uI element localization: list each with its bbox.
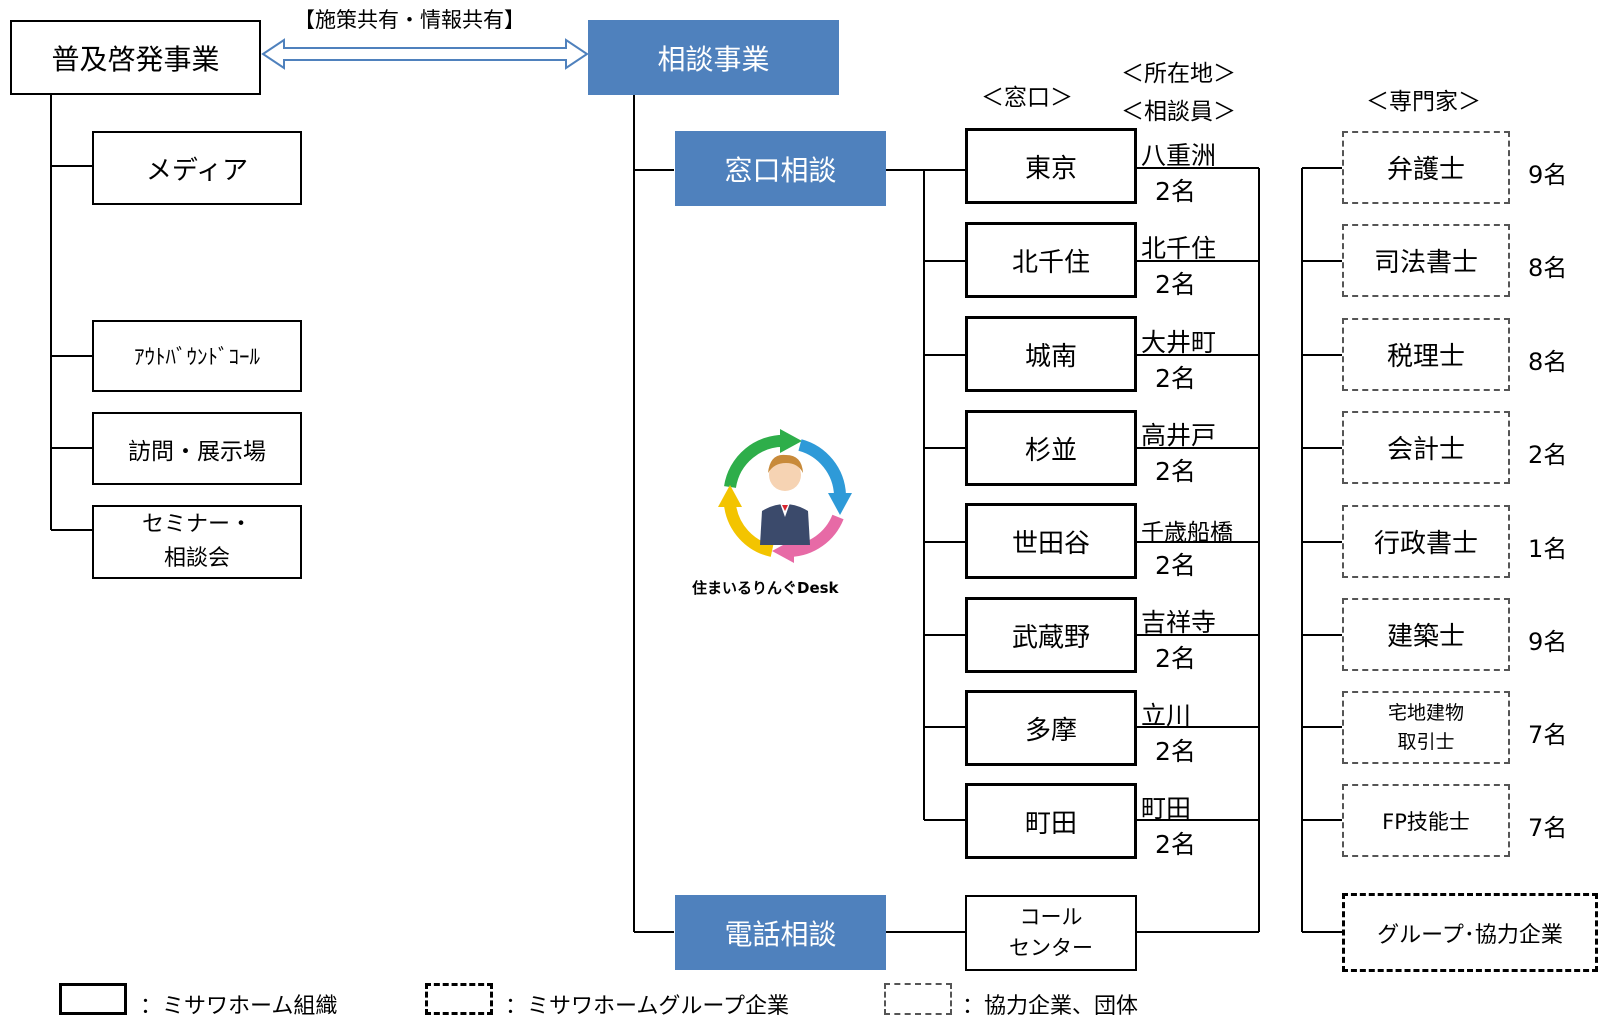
office-name: 杉並 <box>1024 435 1077 466</box>
office-name: 多摩 <box>1024 715 1077 746</box>
office-box: 武蔵野 <box>965 597 1137 673</box>
office-box: 多摩 <box>965 690 1137 766</box>
office-location: 町田 <box>1141 794 1192 823</box>
office-name: 武蔵野 <box>1011 622 1090 653</box>
office-box: 町田 <box>965 783 1137 859</box>
location-header: ＜所在地＞ <box>1121 61 1236 87</box>
call-center-label: コール センター <box>1009 905 1093 960</box>
expert-box: 行政書士 <box>1342 505 1510 578</box>
expert-count: 7名 <box>1528 721 1568 749</box>
outbound-call-box: ｱｳﾄﾊﾞｳﾝﾄﾞｺｰﾙ <box>92 320 302 392</box>
expert-count: 9名 <box>1528 161 1568 189</box>
expert-box: 税理士 <box>1342 318 1510 391</box>
office-location: 高井戸 <box>1141 421 1217 450</box>
group-partner-box: グループ･協力企業 <box>1342 893 1598 972</box>
visit-showroom-box: 訪問・展示場 <box>92 412 302 485</box>
expert-box: 宅地建物 取引士 <box>1342 691 1510 764</box>
legend-solid-swatch <box>59 983 127 1015</box>
outreach-business-box: 普及啓発事業 <box>10 20 261 95</box>
window-consultation-box: 窓口相談 <box>675 131 886 206</box>
phone-consultation-label: 電話相談 <box>724 917 837 951</box>
office-staff: 2名 <box>1155 737 1196 766</box>
desk-logo: 住まいるりんぐDesk <box>690 425 880 605</box>
office-box: 城南 <box>965 316 1137 392</box>
office-box: 世田谷 <box>965 503 1137 579</box>
expert-box: 弁護士 <box>1342 131 1510 204</box>
expert-name: 司法書士 <box>1373 248 1478 278</box>
office-box: 北千住 <box>965 222 1137 298</box>
seminar-label: セミナー・ 相談会 <box>141 512 252 571</box>
logo-text: 住まいるりんぐDesk <box>692 579 839 597</box>
expert-count: 8名 <box>1528 348 1568 376</box>
media-box: メディア <box>92 131 302 205</box>
expert-header: ＜専門家＞ <box>1366 89 1481 115</box>
window-header: ＜窓口＞ <box>981 85 1073 111</box>
expert-box: 会計士 <box>1342 411 1510 484</box>
expert-box: 建築士 <box>1342 598 1510 671</box>
media-label: メディア <box>145 155 249 186</box>
expert-count: 2名 <box>1528 441 1568 469</box>
legend-dashed-swatch <box>425 983 493 1015</box>
office-staff: 2名 <box>1155 644 1196 673</box>
outreach-business-label: 普及啓発事業 <box>51 42 220 76</box>
phone-consultation-box: 電話相談 <box>675 895 886 970</box>
group-partner-label: グループ･協力企業 <box>1377 922 1563 948</box>
window-consultation-label: 窓口相談 <box>724 153 837 187</box>
cycle-arrows-icon <box>718 429 852 563</box>
office-staff: 2名 <box>1155 830 1196 859</box>
outbound-call-label: ｱｳﾄﾊﾞｳﾝﾄﾞｺｰﾙ <box>134 345 260 369</box>
office-box: 東京 <box>965 128 1137 204</box>
expert-box: FP技能士 <box>1342 784 1510 857</box>
legend-partner-label: ：協力企業、団体 <box>962 994 1139 1019</box>
office-staff: 2名 <box>1155 364 1196 393</box>
expert-count: 8名 <box>1528 254 1568 282</box>
office-location: 大井町 <box>1141 328 1217 357</box>
consultation-business-label: 相談事業 <box>657 42 770 76</box>
office-staff: 2名 <box>1155 457 1196 486</box>
expert-name: 税理士 <box>1386 342 1465 372</box>
staff-header: ＜相談員＞ <box>1121 99 1236 125</box>
office-box: 杉並 <box>965 410 1137 486</box>
office-name: 城南 <box>1024 341 1077 372</box>
legend-dashdot-swatch <box>884 983 952 1015</box>
legend-org-label: ：ミサワホーム組織 <box>140 994 338 1019</box>
expert-count: 7名 <box>1528 814 1568 842</box>
office-location: 立川 <box>1141 701 1192 730</box>
consultation-business-box: 相談事業 <box>588 20 839 95</box>
office-name: 北千住 <box>1011 247 1090 278</box>
call-center-box: コール センター <box>965 895 1137 971</box>
office-name: 町田 <box>1024 808 1077 839</box>
office-location: 千歳船橋 <box>1141 520 1233 546</box>
office-name: 世田谷 <box>1011 528 1090 559</box>
visit-showroom-label: 訪問・展示場 <box>128 438 266 465</box>
office-staff: 2名 <box>1155 551 1196 580</box>
expert-box: 司法書士 <box>1342 224 1510 297</box>
office-location: 吉祥寺 <box>1141 608 1217 637</box>
expert-name: 建築士 <box>1386 622 1465 652</box>
office-location: 北千住 <box>1141 234 1217 263</box>
expert-name: 宅地建物 取引士 <box>1387 701 1464 753</box>
expert-name: 弁護士 <box>1386 155 1465 185</box>
office-staff: 2名 <box>1155 270 1196 299</box>
arrow-label: 【施策共有・情報共有】 <box>294 8 525 32</box>
office-name: 東京 <box>1024 153 1077 184</box>
expert-name: 会計士 <box>1386 435 1465 465</box>
expert-count: 9名 <box>1528 628 1568 656</box>
double-arrow-icon <box>261 38 589 70</box>
expert-count: 1名 <box>1528 535 1568 563</box>
office-staff: 2名 <box>1155 177 1196 206</box>
office-location: 八重洲 <box>1141 141 1217 170</box>
expert-name: FP技能士 <box>1382 809 1470 834</box>
seminar-box: セミナー・ 相談会 <box>92 505 302 579</box>
expert-name: 行政書士 <box>1373 529 1478 559</box>
legend-group-label: ：ミサワホームグループ企業 <box>505 994 790 1019</box>
